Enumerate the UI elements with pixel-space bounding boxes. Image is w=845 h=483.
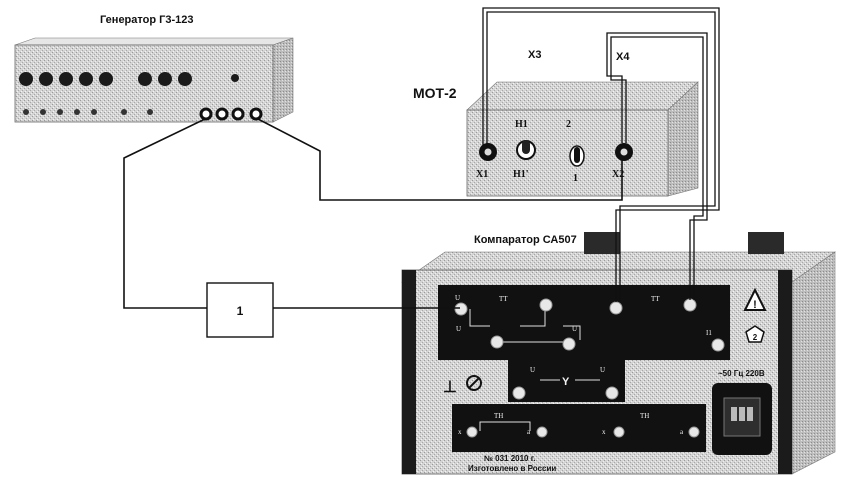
generator-knob-icon — [178, 72, 192, 86]
warning-triangle-icon: ! — [743, 287, 767, 311]
terminal-icon — [562, 337, 576, 351]
generator-knob-row — [19, 72, 239, 86]
terminal-icon — [683, 298, 697, 312]
comparator-lower-panel — [452, 404, 706, 452]
comparator-tt-left-label: ТТ — [499, 295, 508, 303]
terminal-icon — [613, 426, 625, 438]
wiring — [123, 118, 623, 309]
generator-top-face — [14, 37, 294, 46]
comparator-x-right-label: x — [602, 428, 606, 436]
block-1-box — [206, 282, 274, 338]
mot2-x2-terminal-center — [620, 148, 628, 156]
mot2-x4-label: Х4 — [616, 51, 630, 63]
comparator-a-left-label: a — [527, 428, 531, 436]
class-2-icon: 2 — [745, 325, 765, 343]
comparator-u-right-label: U — [572, 325, 577, 333]
terminal-icon — [609, 301, 623, 315]
generator-knob-icon — [19, 72, 33, 86]
output-terminal-icon — [199, 107, 213, 121]
comparator-y-label: Y — [562, 376, 570, 388]
serial-label: № 031 2010 г. — [484, 454, 535, 463]
mot2-top-face — [466, 81, 699, 111]
generator-knob-icon — [99, 72, 113, 86]
generator-small-controls — [23, 109, 153, 115]
terminal-icon — [711, 338, 725, 352]
terminal-icon — [536, 426, 548, 438]
generator-knob-icon — [79, 72, 93, 86]
output-terminal-icon — [231, 107, 245, 121]
terminal-icon — [539, 298, 553, 312]
generator-side-face — [272, 37, 294, 123]
mot2-h1-label: Н1 — [515, 119, 528, 130]
comparator-top-terminals — [454, 298, 725, 400]
terminal-icon — [490, 335, 504, 349]
terminal-icon — [605, 386, 619, 400]
made-in-label: Изготовлено в России — [468, 464, 556, 473]
mot2-x1-label: Х1 — [476, 169, 488, 180]
comparator-panel-traces — [469, 305, 600, 381]
output-terminal-icon — [215, 107, 229, 121]
wire-generator-to-x2 — [257, 118, 623, 201]
mot2-title: МОТ-2 — [413, 85, 457, 101]
svg-text:!: ! — [753, 299, 757, 311]
comparator-handle-right — [748, 232, 784, 254]
mot2-front-panel — [466, 109, 669, 197]
svg-text:2: 2 — [753, 333, 758, 342]
wire-x4-outer — [606, 32, 708, 300]
mot2-switch-bottom-label: 1 — [573, 173, 578, 184]
power-rating-label: ~50 Гц 220В — [718, 369, 765, 378]
terminal-icon — [512, 386, 526, 400]
wiring-x-lines — [482, 7, 720, 302]
generator-output-terminals — [199, 107, 263, 121]
comparator-handle-left — [584, 232, 620, 254]
comparator-a-right-label: a — [680, 428, 684, 436]
mot2-h1b-label: Н1' — [513, 169, 529, 180]
prohibited-icon — [466, 375, 482, 391]
comparator-upper-panel — [438, 285, 730, 402]
wire-x3-inner — [486, 11, 716, 302]
comparator-tn-right-label: ТН — [640, 412, 649, 420]
generator-title: Генератор Г3-123 — [100, 14, 194, 26]
output-terminal-icon — [249, 107, 263, 121]
generator-knob-icon — [138, 72, 152, 86]
terminal-icon — [454, 302, 468, 316]
comparator-tn-left-label: ТН — [494, 412, 503, 420]
comparator-x-left-label: x — [458, 428, 462, 436]
generator-knob-icon — [158, 72, 172, 86]
comparator-i1-label: I1 — [706, 329, 712, 337]
comparator-device: Компаратор СА507 U ТТ ТТ U U I1 U U Y — [401, 232, 836, 475]
block-1-label: 1 — [237, 304, 244, 318]
block-1: 1 — [206, 282, 274, 338]
comparator-side-face — [791, 251, 836, 475]
mot2-h1-connector-pin — [522, 140, 530, 154]
generator-device: Генератор Г3-123 — [14, 14, 294, 123]
generator-knob-icon — [59, 72, 73, 86]
wire-x4-inner — [610, 36, 704, 300]
generator-knob-icon — [39, 72, 53, 86]
comparator-tn-traces — [479, 421, 531, 431]
comparator-title: Компаратор СА507 — [474, 234, 577, 246]
mot2-toggle-lever[interactable] — [574, 147, 580, 163]
wire-x3-outer — [482, 7, 720, 302]
terminal-icon — [688, 426, 700, 438]
comparator-bottom-terminals — [466, 426, 700, 438]
generator-lamp-icon — [231, 74, 239, 82]
mot2-x3-label: Х3 — [528, 49, 541, 61]
mot2-switch-top-label: 2 — [566, 119, 571, 130]
mot2-device: МОТ-2 Х3 Х4 Н1 2 Х1 Н1' 1 Х2 — [413, 49, 699, 197]
comparator-u-left-label: U — [456, 325, 461, 333]
comparator-frame-left — [402, 270, 416, 474]
mot2-x1-terminal-center — [484, 148, 492, 156]
mot2-x2-label: Х2 — [612, 169, 624, 180]
comparator-u-y-left-label: U — [530, 366, 535, 374]
wire-generator-to-block1 — [123, 118, 207, 309]
ground-icon: ⊥ — [443, 379, 457, 396]
comparator-u-y-right-label: U — [600, 366, 605, 374]
comparator-frame-right — [778, 270, 792, 474]
comparator-u-top-label: U — [455, 294, 460, 302]
terminal-icon — [466, 426, 478, 438]
comparator-tt-right-label: ТТ — [651, 295, 660, 303]
